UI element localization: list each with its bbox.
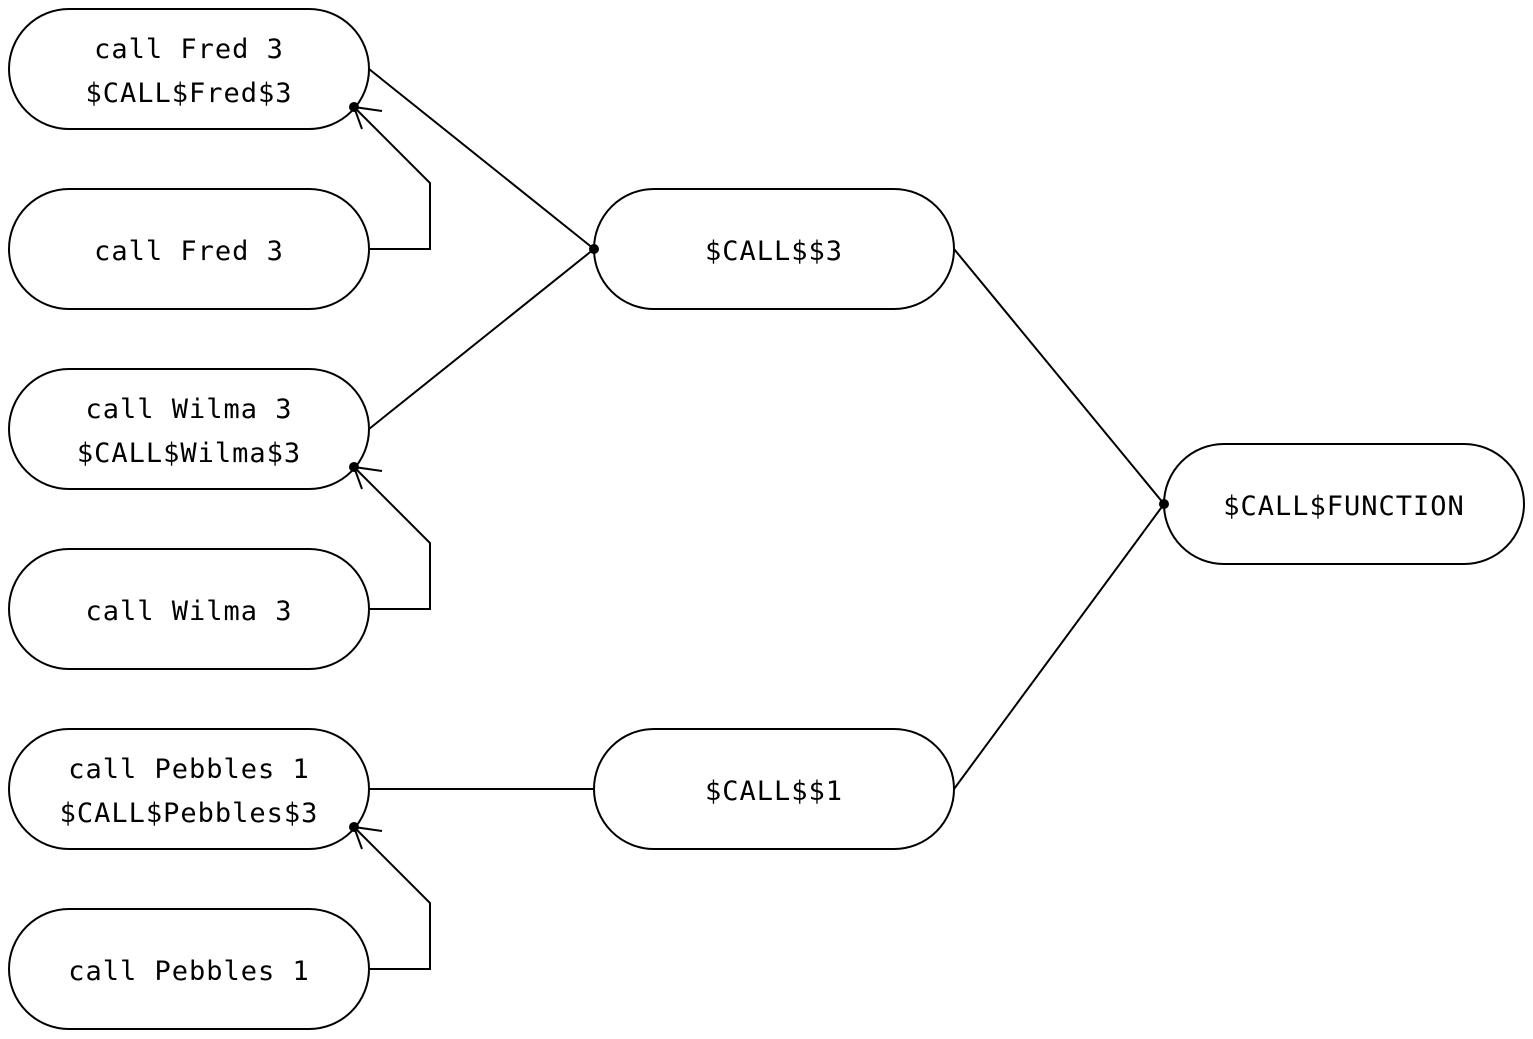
node-fred-named-line2: $CALL$Fred$3 [85,78,292,109]
node-call1-label: $CALL$$1 [705,776,843,807]
node-fred-call-label: call Fred 3 [94,236,284,267]
node-wilma-named[interactable]: call Wilma 3 $CALL$Wilma$3 [8,368,370,490]
node-wilma-named-line1: call Wilma 3 [85,394,292,425]
edge-wilma-call-to-named [353,466,431,610]
node-function[interactable]: $CALL$FUNCTION [1163,443,1525,565]
edge-wilma-to-call3 [368,248,595,430]
node-wilma-call-label: call Wilma 3 [85,596,292,627]
node-pebbles-call-label: call Pebbles 1 [68,956,310,987]
dot-function-left [1159,499,1169,509]
edge-pebbles-call-to-named [353,826,431,970]
arrowheads [352,105,383,850]
node-call3[interactable]: $CALL$$3 [593,188,955,310]
node-fred-call[interactable]: call Fred 3 [8,188,370,310]
arrowhead-pebbles [352,825,383,850]
edge-call1-to-function [953,503,1165,790]
edges [353,68,1165,970]
node-fred-named[interactable]: call Fred 3 $CALL$Fred$3 [8,8,370,130]
edge-fred-call-to-named [353,106,431,250]
arrowhead-wilma [352,465,383,490]
node-pebbles-call[interactable]: call Pebbles 1 [8,908,370,1030]
node-wilma-named-line2: $CALL$Wilma$3 [77,438,301,469]
edge-fred-to-call3 [368,68,595,250]
node-fred-named-line1: call Fred 3 [94,34,284,65]
edge-call3-to-function [953,248,1165,505]
dot-call3-left [589,244,599,254]
node-pebbles-named-line2: $CALL$Pebbles$3 [60,798,319,829]
node-call3-label: $CALL$$3 [705,236,843,267]
node-pebbles-named[interactable]: call Pebbles 1 $CALL$Pebbles$3 [8,728,370,850]
arrowhead-fred [352,105,383,130]
node-call1[interactable]: $CALL$$1 [593,728,955,850]
node-function-label: $CALL$FUNCTION [1223,491,1465,522]
node-wilma-call[interactable]: call Wilma 3 [8,548,370,670]
node-pebbles-named-line1: call Pebbles 1 [68,754,310,785]
